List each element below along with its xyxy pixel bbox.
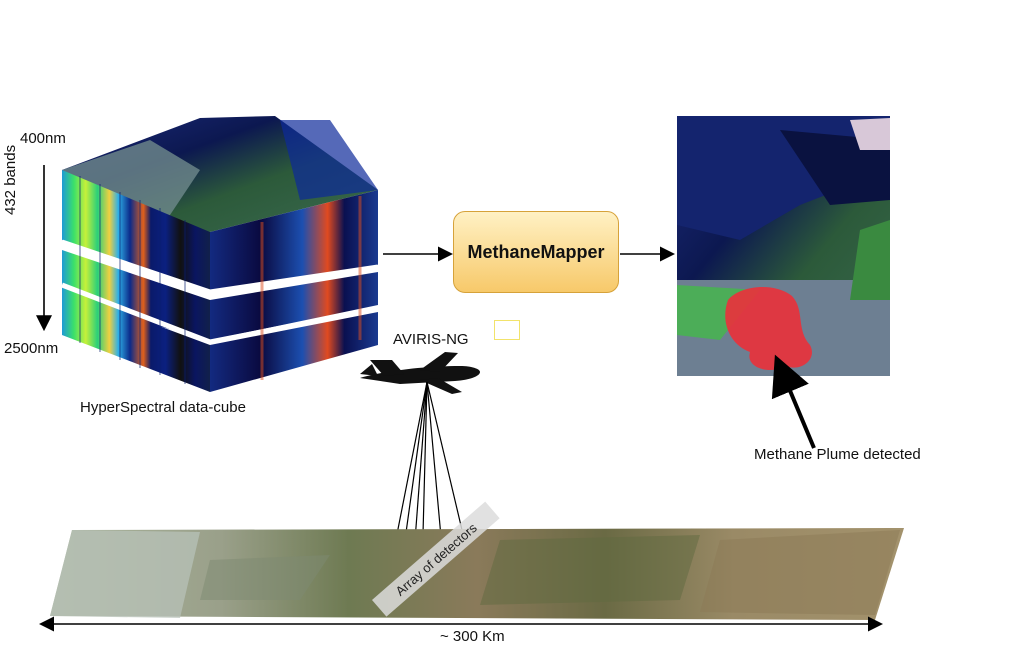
hyperspectral-cube [61, 116, 379, 392]
methane-plume [725, 286, 812, 370]
airplane-icon [360, 352, 480, 394]
wavelength-top-label: 400nm [20, 130, 66, 147]
model-label: MethaneMapper [467, 241, 605, 262]
sensor-label: AVIRIS-NG [393, 331, 469, 348]
plume-label: Methane Plume detected [754, 446, 921, 463]
bands-label: 432 bands [2, 144, 19, 215]
cube-caption: HyperSpectral data-cube [80, 399, 246, 416]
wavelength-bottom-label: 2500nm [4, 340, 59, 357]
terrain-strip [50, 528, 904, 620]
plume-arrow [771, 354, 816, 449]
output-image [677, 116, 890, 376]
swath-label: ~ 300 Km [440, 628, 505, 645]
methanemapper-box: MethaneMapper [453, 211, 619, 293]
yellow-marker [494, 320, 520, 340]
